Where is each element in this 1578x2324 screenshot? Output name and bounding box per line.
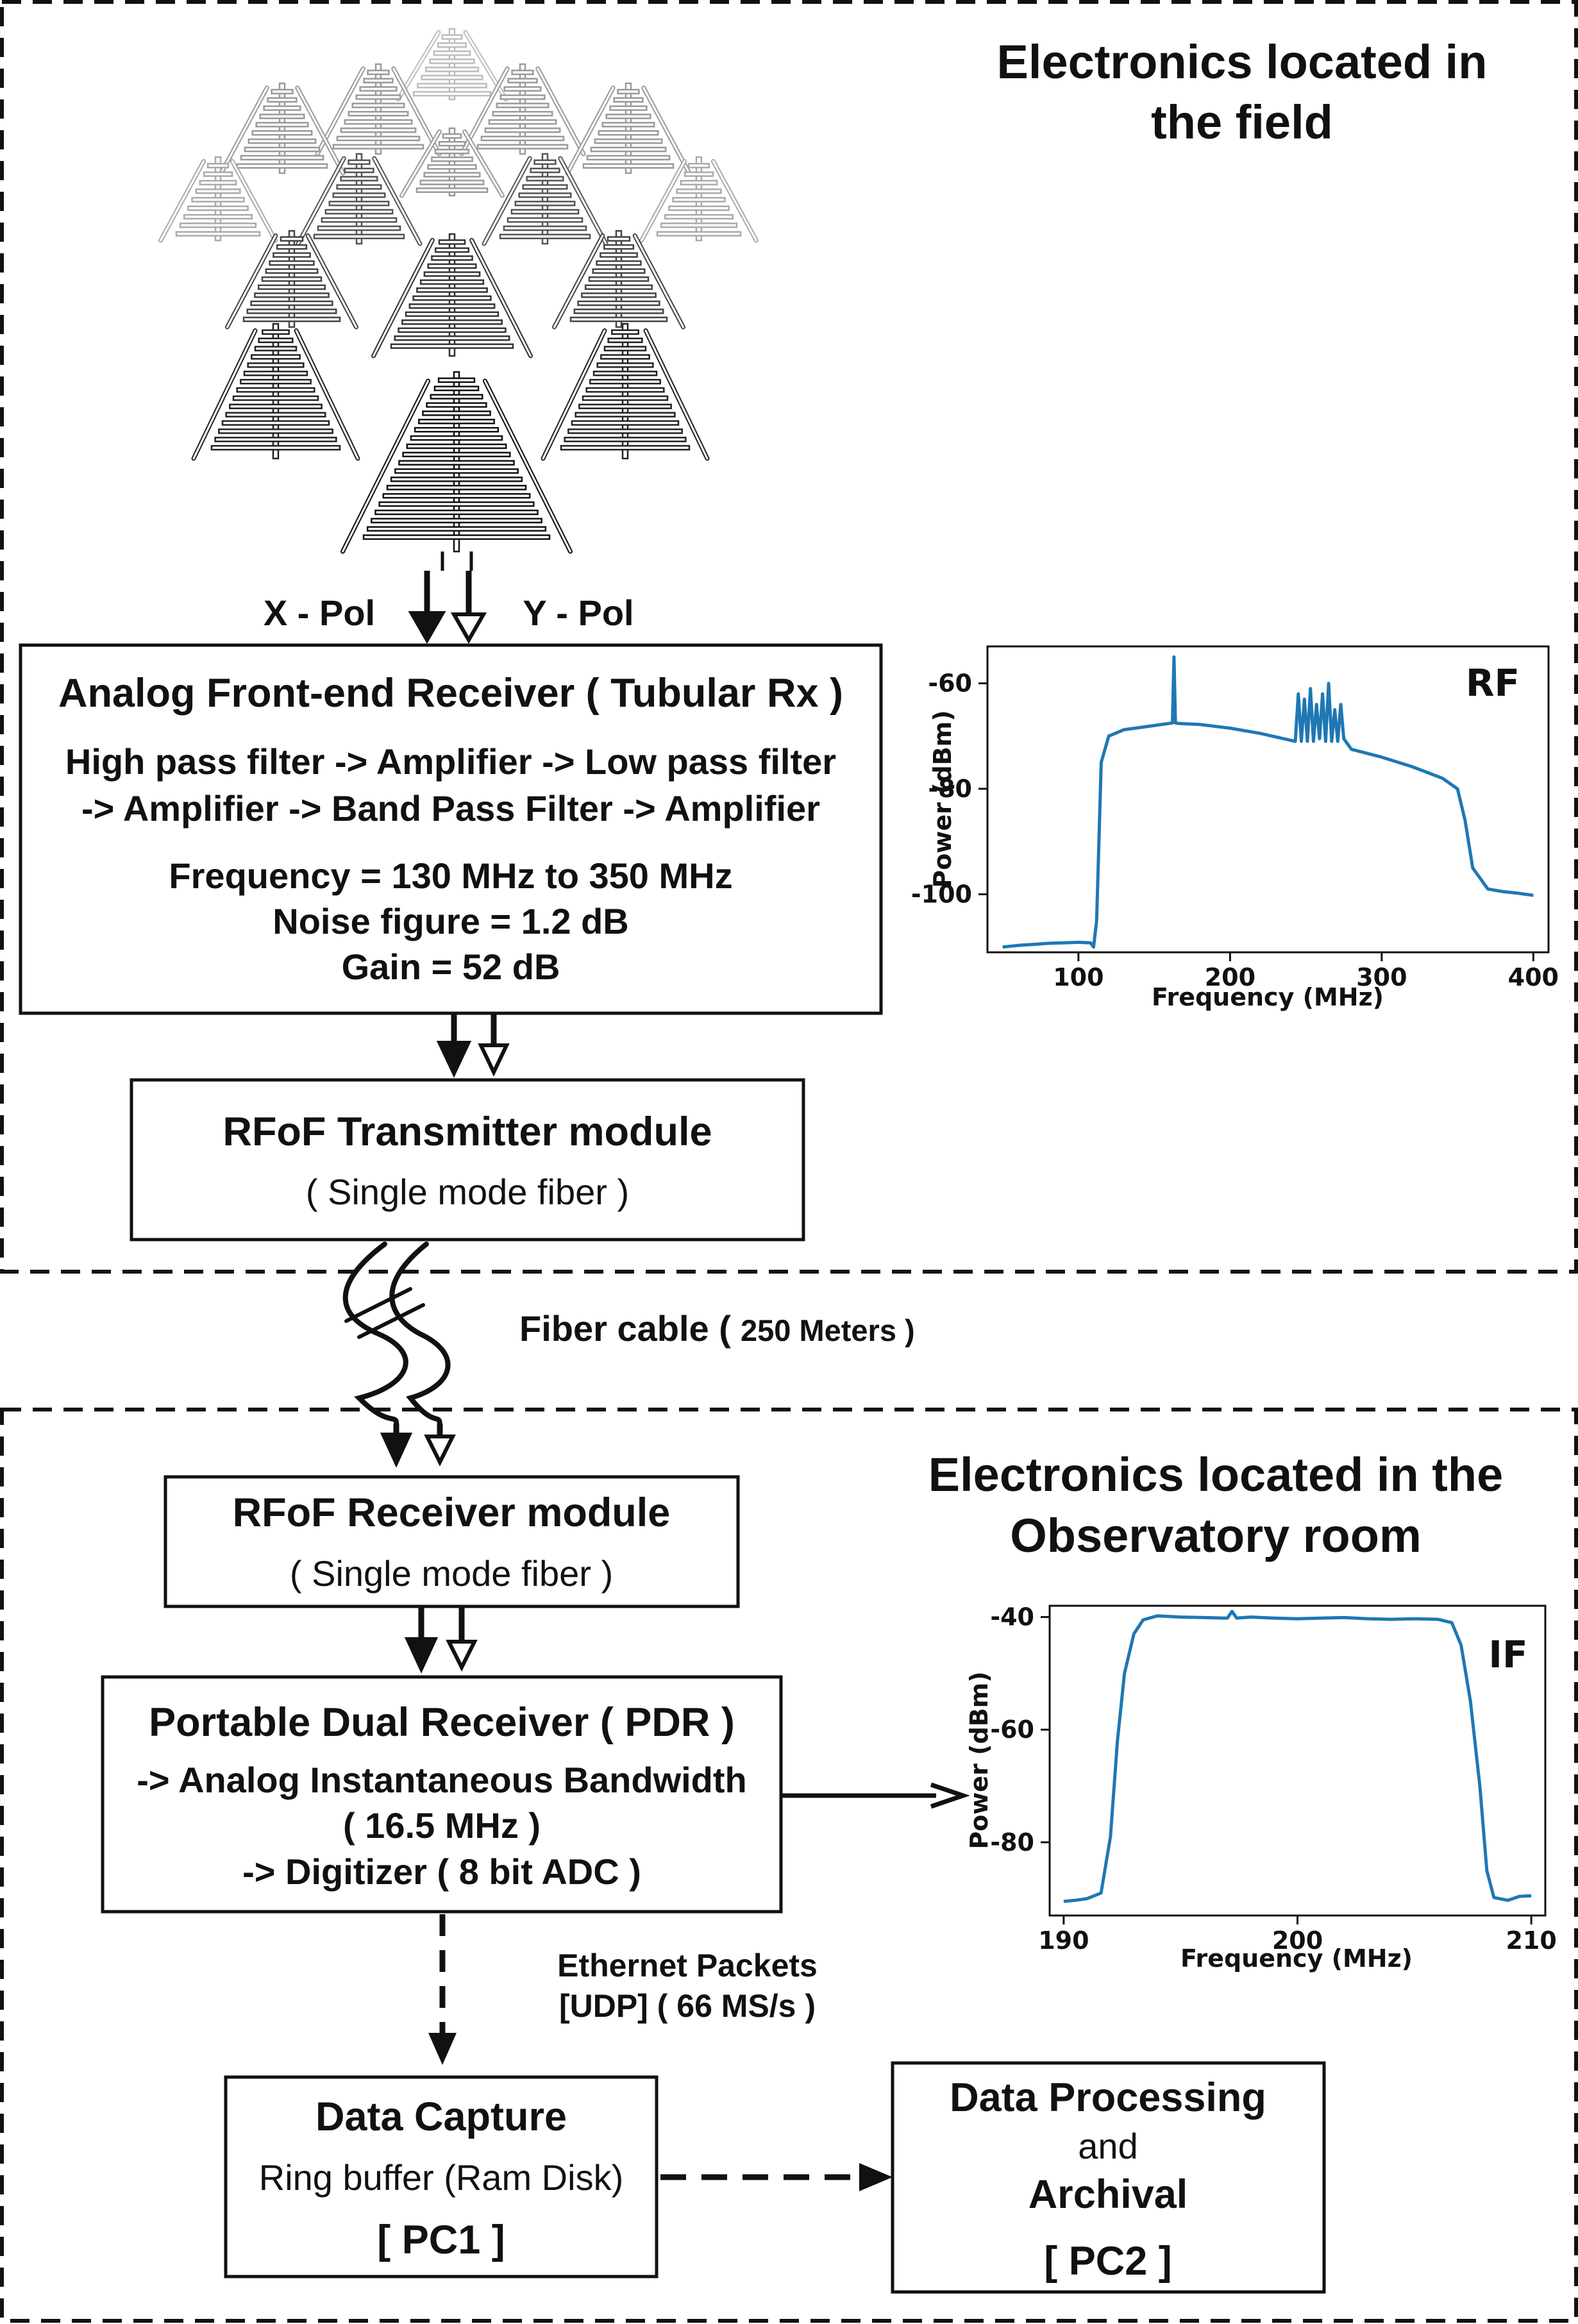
frontend-frequency: Frequency = 130 MHz to 350 MHz	[169, 855, 732, 896]
ethernet-line2: [UDP] ( 66 MS/s )	[559, 1988, 816, 2024]
pdr-box	[101, 1675, 783, 1914]
antenna-element	[340, 371, 573, 554]
pdr-line1: -> Analog Instantaneous Bandwidth	[137, 1760, 747, 1800]
pdr-to-if-arrow	[781, 1782, 970, 1809]
rf-ylabel: Power (dBm)	[928, 710, 957, 888]
data-capture-title: Data Capture	[315, 2094, 567, 2139]
antenna-element	[315, 63, 442, 156]
fiber-output-arrows	[380, 1424, 456, 1468]
antenna-output-arrows	[408, 571, 487, 644]
if-xtick-label: 200	[1272, 1926, 1323, 1955]
frontend-box	[19, 643, 883, 1015]
frontend-output-arrows	[436, 1013, 510, 1078]
rfof-transmitter-title: RFoF Transmitter module	[222, 1109, 712, 1154]
if-plot-title: IF	[1488, 1633, 1527, 1676]
observatory-section-frame	[0, 1408, 1578, 2323]
data-capture-box	[224, 2075, 659, 2278]
field-section-frame	[0, 0, 1578, 1274]
fiber-cable-length: 250 Meters )	[741, 1313, 915, 1347]
observatory-section-title-line1: Electronics located in the	[928, 1448, 1503, 1501]
frontend-chain-line2: -> Amplifier -> Band Pass Filter -> Ampl…	[81, 788, 820, 829]
if-xtick-label: 210	[1506, 1926, 1556, 1955]
data-processing-title: Data Processing	[950, 2075, 1266, 2120]
data-processing-pc: [ PC2 ]	[1044, 2239, 1172, 2284]
pdr-title: Portable Dual Receiver ( PDR )	[149, 1700, 735, 1745]
ethernet-line1: Ethernet Packets	[557, 1948, 818, 1983]
rf-ytick-label: -100	[911, 880, 972, 909]
antenna-element	[396, 28, 508, 102]
data-capture-subtitle: Ring buffer (Ram Disk)	[259, 2157, 623, 2198]
capture-to-processing-arrow	[660, 2163, 893, 2191]
rfof-receiver-title: RFoF Receiver module	[233, 1490, 671, 1535]
if-series-line	[1063, 1610, 1532, 1903]
antenna-element	[565, 82, 692, 176]
antenna-array	[158, 28, 759, 571]
if-ytick-label: -80	[990, 1828, 1034, 1857]
pdr-line2: ( 16.5 MHz )	[343, 1805, 541, 1846]
rf-xlabel: Frequency (MHz)	[1152, 983, 1384, 1011]
rfof-receiver-subtitle: ( Single mode fiber )	[290, 1553, 613, 1594]
rf-plot-title: RF	[1466, 661, 1520, 705]
antenna-element	[371, 233, 533, 358]
pdr-line3: -> Digitizer ( 8 bit ADC )	[242, 1851, 641, 1892]
rf-xtick-label: 400	[1508, 963, 1559, 991]
if-xtick-label: 190	[1038, 1926, 1089, 1955]
fiber-cable-label: Fiber cable (	[519, 1308, 731, 1349]
rf-xtick-label: 100	[1053, 963, 1104, 991]
fiber-cable	[342, 1242, 451, 1429]
if-ytick-label: -60	[990, 1715, 1034, 1744]
rf-series-line	[1002, 655, 1534, 949]
data-processing-and: and	[1078, 2126, 1137, 2166]
frontend-chain-line1: High pass filter -> Amplifier -> Low pas…	[65, 741, 836, 782]
observatory-section-title-line2: Observatory room	[1010, 1509, 1422, 1562]
rf-ytick-label: -60	[928, 669, 972, 698]
rfof-receiver-output-arrows	[404, 1608, 478, 1674]
antenna-element	[482, 153, 609, 246]
antenna-element	[158, 156, 278, 243]
antenna-element	[399, 127, 505, 198]
antenna-element	[296, 153, 423, 246]
rf-xtick-label: 300	[1356, 963, 1407, 991]
rf-xtick-label: 200	[1205, 963, 1255, 991]
antenna-element	[541, 323, 710, 461]
frontend-noise-figure: Noise figure = 1.2 dB	[273, 901, 629, 941]
antenna-element	[639, 156, 759, 243]
pdr-to-capture-arrow	[428, 1914, 457, 2065]
rfof-transmitter-box	[130, 1078, 805, 1242]
x-pol-label: X - Pol	[264, 593, 375, 633]
frontend-title: Analog Front-end Receiver ( Tubular Rx )	[58, 671, 843, 716]
rfof-receiver-box	[164, 1475, 740, 1608]
if-xlabel: Frequency (MHz)	[1180, 1944, 1413, 1973]
field-section-title-line1: Electronics located in	[997, 35, 1488, 88]
if-plot-frame	[1048, 1604, 1547, 1917]
rfof-transmitter-subtitle: ( Single mode fiber )	[306, 1172, 629, 1212]
antenna-element	[219, 82, 346, 176]
rf-spectrum-chart: 100 200 300 400 -60 -80 -100 RF Frequency (MHz…	[911, 645, 1559, 1011]
data-capture-pc: [ PC1 ]	[377, 2218, 505, 2262]
antenna-element	[191, 323, 360, 461]
if-spectrum-chart: 190 200 210 -40 -60 -80 IF Frequency (MHz) Po…	[965, 1603, 1557, 1973]
rf-ytick-label: -80	[928, 775, 972, 803]
antenna-element	[225, 230, 358, 330]
y-pol-label: Y - Pol	[523, 593, 634, 633]
data-processing-box	[891, 2061, 1326, 2294]
if-ylabel: Power (dBm)	[965, 1671, 993, 1849]
frontend-gain: Gain = 52 dB	[342, 947, 560, 987]
data-processing-archival: Archival	[1028, 2172, 1188, 2217]
antenna-element	[552, 230, 685, 330]
if-ytick-label: -40	[990, 1603, 1034, 1631]
rf-plot-frame	[986, 645, 1550, 954]
field-section-title-line2: the field	[1151, 96, 1333, 149]
